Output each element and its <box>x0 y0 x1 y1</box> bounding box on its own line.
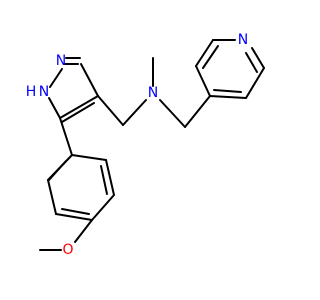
bond-py-c3-c2-double <box>202 45 219 69</box>
bonds <box>39 39 265 251</box>
amine-n-label: N <box>148 85 158 101</box>
bond-py-c5-c4-double <box>213 89 242 93</box>
bond-n-ch2 <box>159 99 186 128</box>
bond-c5-n1 <box>48 97 61 119</box>
bond-ar-c5-c6 <box>105 159 115 196</box>
pyrazole-n2-label: N <box>56 53 66 69</box>
bond-c4-ch2 <box>97 95 124 126</box>
atom-labels: N N H N N O <box>26 32 249 258</box>
bond-c4-c5 <box>59 95 99 119</box>
pyrazole-h-label: H <box>26 84 37 100</box>
bond-ch2-n <box>122 99 147 126</box>
bond-n1-n2 <box>49 68 63 88</box>
bond-c4-c5-double <box>61 102 95 123</box>
bond-py-c5-c4 <box>209 95 247 99</box>
bond-ar-c1-c2-double <box>48 160 67 181</box>
bond-ar-c4-c5 <box>91 194 115 221</box>
ether-o-label: O <box>62 242 73 258</box>
bond-ar-c2-c3 <box>47 179 57 215</box>
bond-ch2-pyridine <box>184 95 211 128</box>
bond-ar-c3-c4 <box>55 213 93 221</box>
bond-ar-c6-c1 <box>71 154 107 161</box>
bond-ar-c3-c4-double <box>61 208 90 215</box>
bond-ar-o <box>74 219 93 243</box>
pyrazole-nh-label: N <box>39 84 49 100</box>
bond-py-c6-c5 <box>245 67 265 99</box>
pyridine-n-label: N <box>238 32 248 48</box>
bond-c3-c4 <box>80 63 99 97</box>
chemical-structure: N N H N N O <box>26 32 265 258</box>
bond-py-c3-c2 <box>195 39 214 67</box>
bond-py-n-c6-double <box>245 52 258 73</box>
bond-c5-aryl <box>59 117 73 156</box>
bond-py-c4-c3 <box>195 65 211 97</box>
bond-py-n-c6 <box>251 47 265 69</box>
bond-ar-c5-c6-double <box>100 165 108 195</box>
